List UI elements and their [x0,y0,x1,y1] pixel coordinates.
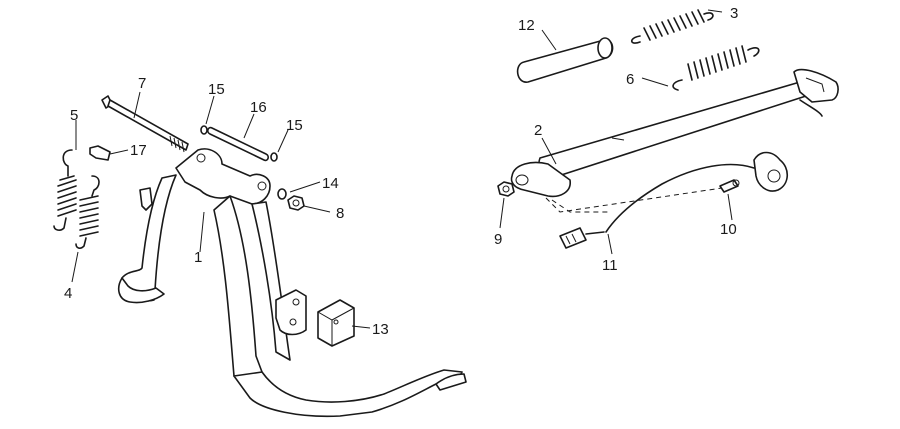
callout-12: 12 [518,17,535,34]
callout-13: 13 [372,321,389,338]
side-stand-leg [510,68,839,198]
callout-2: 2 [534,122,542,139]
callout-15-left: 15 [208,81,225,98]
callout-1: 1 [194,249,202,266]
pivot-bolt [101,95,189,153]
side-stand-switch [559,151,789,249]
sleeve-tube [516,37,614,83]
spring-4 [75,175,100,249]
callout-7: 7 [138,75,146,92]
spring-6 [672,45,760,91]
callout-14: 14 [322,175,339,192]
callout-17: 17 [130,142,147,159]
callout-16: 16 [250,99,267,116]
callout-4: 4 [64,285,72,302]
callout-6: 6 [626,71,634,88]
dashed-alignment-line [545,187,723,213]
callout-3: 3 [730,5,738,22]
leader-lines [71,9,733,329]
pivot-pin [207,126,269,162]
center-stand-frame [117,148,467,418]
nut [287,195,305,211]
callout-5: 5 [70,107,78,124]
callout-10: 10 [720,221,737,238]
washer [277,188,287,200]
dashed-alignment-line-2 [551,199,610,213]
callout-15-right: 15 [286,117,303,134]
callout-11: 11 [602,257,618,274]
o-ring-right [270,152,278,162]
callout-9: 9 [494,231,502,248]
spring-5 [53,149,77,231]
small-screw [89,145,111,161]
callout-8: 8 [336,205,344,222]
o-ring-left [200,125,208,135]
side-stand-nut [497,181,515,197]
rubber-block [317,299,355,347]
spring-3 [630,9,714,44]
side-stand-bolt [719,179,740,193]
